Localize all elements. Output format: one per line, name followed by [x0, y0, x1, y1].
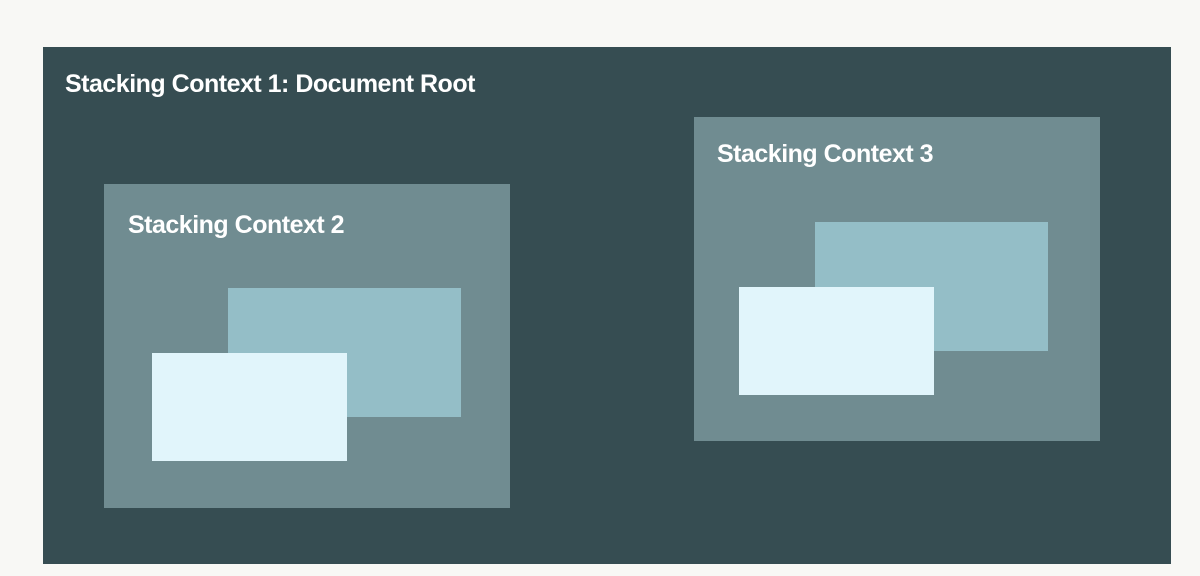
- stacking-context-2-label: Stacking Context 2: [128, 211, 345, 239]
- stacking-context-2-front-element: [152, 353, 347, 461]
- stacking-context-1-label: Stacking Context 1: Document Root: [65, 70, 475, 98]
- stacking-context-3-label: Stacking Context 3: [717, 140, 934, 168]
- stacking-context-3-front-element: [739, 287, 934, 395]
